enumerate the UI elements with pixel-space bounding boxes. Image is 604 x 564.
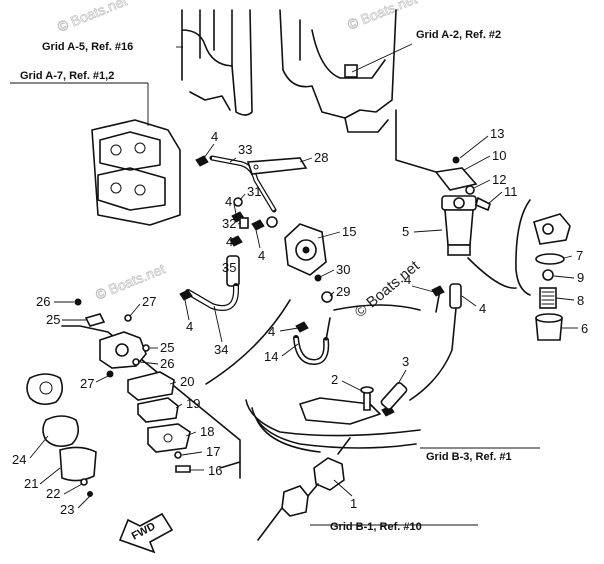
part-24-top bbox=[26, 373, 64, 406]
callout-26: 26 bbox=[36, 294, 50, 309]
callout-10: 10 bbox=[492, 148, 506, 163]
callout-32: 32 bbox=[222, 216, 236, 231]
callout-1: 1 bbox=[350, 496, 357, 511]
callout-6: 6 bbox=[581, 321, 588, 336]
callout-25: 25 bbox=[46, 312, 60, 327]
callout-27-b: 27 bbox=[80, 376, 94, 391]
callout-33: 33 bbox=[238, 142, 252, 157]
diaphragm-20 bbox=[127, 371, 175, 401]
grid-ref-b3: Grid B-3, Ref. #1 bbox=[426, 451, 512, 463]
bolt-11 bbox=[475, 196, 491, 212]
part-29 bbox=[321, 291, 333, 303]
part-32 bbox=[239, 217, 249, 229]
callout-9: 9 bbox=[577, 270, 584, 285]
watermark-top-right: © Boats.net bbox=[345, 0, 419, 33]
callout-13: 13 bbox=[490, 126, 504, 141]
grid-ref-a7: Grid A-7, Ref. #1,2 bbox=[20, 70, 114, 82]
callout-25-b: 25 bbox=[160, 340, 174, 355]
callout-7: 7 bbox=[576, 248, 583, 263]
callout-17: 17 bbox=[206, 444, 220, 459]
part-27-b bbox=[106, 370, 114, 378]
callout-28: 28 bbox=[314, 150, 328, 165]
fuel-pump-15 bbox=[284, 223, 327, 276]
watermark-top-left: © Boats.net bbox=[55, 0, 129, 35]
grid-ref-a2: Grid A-2, Ref. #2 bbox=[416, 29, 501, 41]
part-23 bbox=[87, 491, 93, 497]
callout-4-a: 4 bbox=[211, 129, 218, 144]
callout-4-b: 4 bbox=[225, 194, 232, 209]
nut-13 bbox=[452, 156, 460, 164]
plate-21 bbox=[59, 446, 97, 482]
filter-detail-bracket bbox=[515, 199, 531, 296]
element-8 bbox=[539, 287, 557, 309]
lower-cowling bbox=[219, 397, 421, 469]
callout-4-c: 4 bbox=[226, 234, 233, 249]
part-25-a bbox=[84, 313, 106, 327]
callout-4-f: 4 bbox=[268, 324, 275, 339]
engine-block-outline bbox=[181, 9, 397, 133]
part-27-a bbox=[124, 314, 132, 322]
callout-26-b: 26 bbox=[160, 356, 174, 371]
callout-21: 21 bbox=[24, 476, 38, 491]
callout-16: 16 bbox=[208, 463, 222, 478]
pump-kit-left bbox=[26, 298, 191, 497]
callout-23: 23 bbox=[60, 502, 74, 517]
callout-29: 29 bbox=[336, 284, 350, 299]
plate-28 bbox=[246, 157, 308, 175]
callout-19: 19 bbox=[186, 396, 200, 411]
o-ring-7 bbox=[535, 253, 565, 265]
fwd-arrow: FWD bbox=[118, 512, 174, 554]
grid-ref-b1: Grid B-1, Ref. #10 bbox=[330, 521, 422, 533]
part-30 bbox=[314, 274, 322, 282]
part-26-a bbox=[74, 298, 82, 306]
part-26-b bbox=[132, 358, 140, 366]
cover-18 bbox=[147, 423, 191, 453]
hose-link-right bbox=[333, 304, 421, 311]
gasket-19 bbox=[137, 397, 179, 423]
callout-4-e: 4 bbox=[186, 319, 193, 334]
callout-4-d: 4 bbox=[258, 248, 265, 263]
fuel-filter-5 bbox=[441, 195, 477, 256]
callout-2: 2 bbox=[331, 372, 338, 387]
plate-24 bbox=[42, 415, 80, 448]
washer-12 bbox=[465, 185, 475, 195]
callout-27: 27 bbox=[142, 294, 156, 309]
callout-14: 14 bbox=[264, 349, 278, 364]
main-fuel-line bbox=[205, 299, 291, 385]
lower-left-bracket bbox=[61, 325, 241, 479]
callout-4-g: 4 bbox=[404, 272, 411, 287]
callout-18: 18 bbox=[200, 424, 214, 439]
callout-5: 5 bbox=[402, 224, 409, 239]
hose-3 bbox=[380, 382, 408, 410]
callout-20: 20 bbox=[180, 374, 194, 389]
callout-34: 34 bbox=[214, 342, 228, 357]
powerhead-bracket bbox=[91, 119, 181, 226]
washer-17 bbox=[174, 451, 182, 459]
callout-8: 8 bbox=[577, 293, 584, 308]
hose-right-4 bbox=[449, 283, 462, 309]
screw-16 bbox=[175, 465, 191, 473]
callout-31: 31 bbox=[247, 184, 261, 199]
bracket-10 bbox=[434, 167, 478, 191]
watermark-mid-right: © Boats.net bbox=[352, 257, 424, 321]
callout-30: 30 bbox=[336, 262, 350, 277]
ring-9 bbox=[542, 269, 554, 281]
grid-ref-a5: Grid A-5, Ref. #16 bbox=[42, 41, 133, 53]
callout-4-h: 4 bbox=[479, 301, 486, 316]
part-22 bbox=[80, 478, 88, 486]
callout-15: 15 bbox=[342, 224, 356, 239]
callout-3: 3 bbox=[402, 354, 409, 369]
callout-12: 12 bbox=[492, 172, 506, 187]
callout-35: 35 bbox=[222, 260, 236, 275]
part-25-b bbox=[142, 344, 150, 352]
callout-24: 24 bbox=[12, 452, 26, 467]
callout-22: 22 bbox=[46, 486, 60, 501]
callout-11: 11 bbox=[504, 184, 518, 199]
